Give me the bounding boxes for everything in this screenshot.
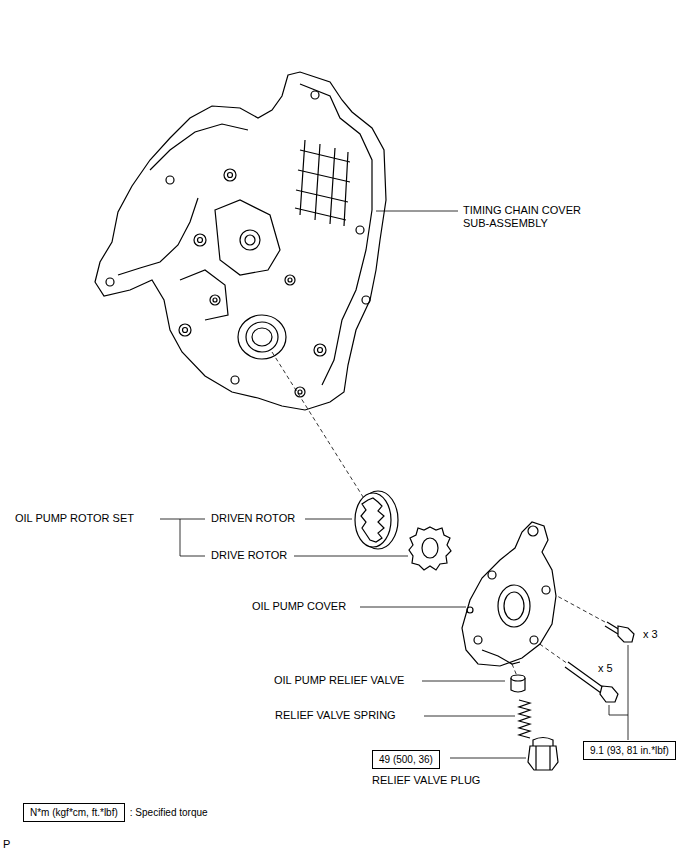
alignment-line bbox=[272, 352, 365, 500]
timing-chain-cover bbox=[238, 315, 286, 359]
oil-pump-cover bbox=[530, 636, 538, 644]
part-name: DRIVE ROTOR bbox=[211, 549, 287, 562]
relief-valve-parts bbox=[511, 675, 558, 770]
drive-rotor bbox=[422, 538, 438, 558]
part-name: TIMING CHAIN COVER SUB-ASSEMBLY bbox=[463, 204, 588, 230]
timing-chain-cover bbox=[300, 84, 372, 385]
timing-chain-cover bbox=[300, 140, 348, 226]
oil-pump-cover bbox=[467, 607, 473, 613]
timing-chain-cover bbox=[314, 344, 326, 356]
timing-chain-cover bbox=[198, 238, 203, 243]
relief-valve-parts bbox=[519, 700, 530, 738]
timing-chain-cover bbox=[179, 324, 191, 336]
leader-line bbox=[294, 556, 408, 557]
drive-rotor bbox=[409, 527, 451, 570]
relief-valve-parts bbox=[533, 738, 553, 747]
drive-rotor bbox=[409, 527, 451, 570]
oil-pump-cover bbox=[498, 585, 530, 627]
oil-pump-cover bbox=[482, 650, 520, 664]
torque-legend: N*m (kgf*cm, ft.*lbf) : Specified torque bbox=[23, 803, 208, 822]
torque-value: 49 (500, 36) bbox=[372, 750, 440, 769]
leader-line bbox=[424, 716, 515, 717]
part-name: RELIEF VALVE SPRING bbox=[275, 709, 396, 722]
torque-spec: 9.1 (93, 81 in.*lbf) bbox=[583, 741, 676, 760]
page-mark: P bbox=[3, 838, 10, 851]
timing-chain-cover bbox=[252, 328, 272, 346]
timing-chain-cover bbox=[295, 387, 305, 397]
timing-chain-cover bbox=[210, 295, 220, 305]
bolt bbox=[565, 622, 634, 702]
leader-line bbox=[360, 607, 466, 608]
part-name: DRIVEN ROTOR bbox=[211, 512, 295, 525]
timing-chain-cover bbox=[298, 390, 302, 394]
oil-pump-cover bbox=[542, 586, 550, 594]
relief-valve-parts bbox=[536, 746, 550, 770]
timing-chain-cover bbox=[245, 235, 255, 245]
relief-valve-parts bbox=[511, 675, 525, 681]
leader-line bbox=[160, 211, 628, 758]
bolt bbox=[600, 686, 618, 702]
timing-chain-cover bbox=[285, 275, 295, 285]
alignment-line bbox=[272, 352, 605, 676]
timing-chain-cover bbox=[228, 173, 233, 178]
driven-rotor bbox=[355, 493, 391, 547]
timing-chain-cover bbox=[194, 234, 206, 246]
leader-line bbox=[305, 519, 352, 520]
oil-pump-cover bbox=[462, 522, 556, 666]
part-name: RELIEF VALVE PLUG bbox=[372, 774, 480, 787]
leader-line bbox=[450, 758, 526, 759]
leader-line bbox=[628, 645, 629, 740]
driven-rotor bbox=[355, 491, 398, 549]
part-name: OIL PUMP COVER bbox=[252, 600, 346, 613]
timing-chain-cover bbox=[288, 278, 292, 282]
timing-chain-cover bbox=[356, 226, 364, 234]
timing-chain-cover bbox=[231, 376, 239, 384]
timing-chain-cover bbox=[150, 124, 248, 170]
leader-line bbox=[609, 705, 628, 715]
torque-spec: 49 (500, 36) bbox=[372, 750, 440, 769]
timing-chain-cover bbox=[166, 176, 174, 184]
driven-rotor bbox=[361, 498, 384, 542]
group-name: OIL PUMP ROTOR SET bbox=[15, 512, 134, 525]
timing-chain-cover bbox=[318, 348, 323, 353]
torque-value: 9.1 (93, 81 in.*lbf) bbox=[583, 741, 676, 760]
timing-chain-cover bbox=[95, 72, 386, 410]
timing-chain-cover bbox=[224, 169, 236, 181]
timing-chain-cover bbox=[180, 270, 228, 320]
oil-pump-cover bbox=[488, 571, 496, 579]
timing-chain-cover bbox=[246, 322, 278, 352]
oil-pump-cover bbox=[474, 636, 482, 644]
timing-chain-cover bbox=[240, 230, 260, 250]
leader-line bbox=[160, 519, 205, 556]
alignment-line bbox=[512, 664, 517, 676]
relief-valve-parts bbox=[528, 746, 558, 770]
leader-line bbox=[422, 681, 505, 682]
part-name: OIL PUMP RELIEF VALVE bbox=[274, 674, 404, 687]
timing-chain-cover bbox=[215, 200, 280, 275]
timing-chain-cover bbox=[118, 198, 198, 275]
quantity: x 3 bbox=[643, 628, 658, 641]
timing-chain-cover bbox=[311, 91, 319, 99]
timing-chain-cover bbox=[183, 328, 188, 333]
leader-line bbox=[376, 211, 458, 212]
legend-text: : Specified torque bbox=[130, 806, 208, 819]
oil-pump-cover bbox=[528, 526, 538, 536]
oil-pump-cover bbox=[462, 522, 556, 666]
timing-chain-cover bbox=[213, 298, 217, 302]
timing-chain-cover bbox=[95, 72, 386, 410]
oil-pump-cover bbox=[504, 592, 524, 620]
quantity: x 5 bbox=[598, 662, 613, 675]
timing-chain-cover bbox=[106, 278, 114, 286]
torque-value: N*m (kgf*cm, ft.*lbf) bbox=[23, 803, 125, 822]
timing-chain-cover bbox=[362, 296, 370, 304]
bolt bbox=[618, 626, 634, 642]
